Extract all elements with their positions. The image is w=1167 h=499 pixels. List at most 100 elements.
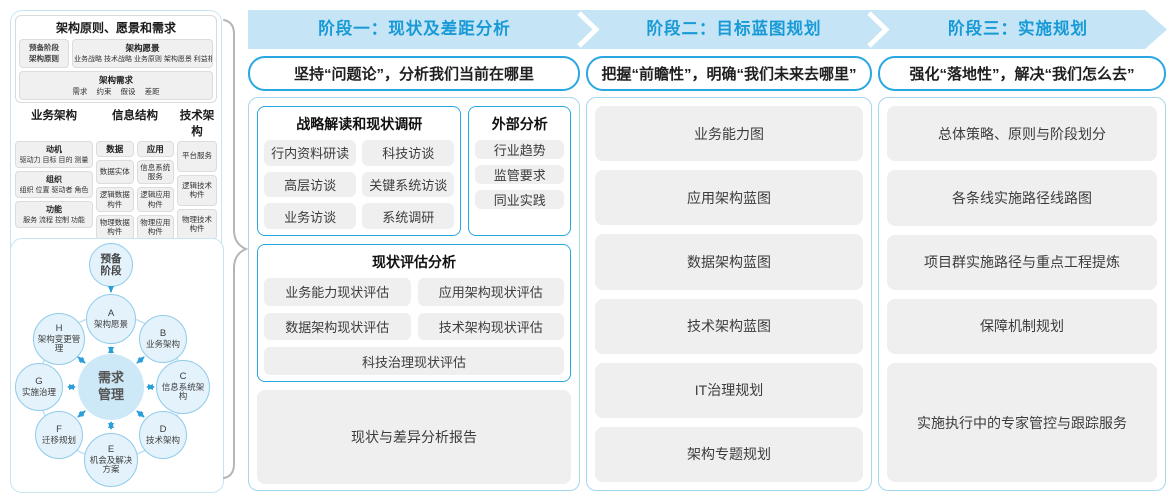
assessment-item: 技术架构现状评估 xyxy=(417,312,564,341)
phase2-item: 技术架构蓝图 xyxy=(595,298,863,354)
adm-letter: H xyxy=(55,322,63,334)
organization-title: 组织 xyxy=(46,174,62,184)
adm-letter: E xyxy=(107,443,115,455)
research-item: 关键系统访谈 xyxy=(362,171,455,198)
chevron-separator-icon xyxy=(867,11,890,48)
tech-item: 平台服务 xyxy=(177,140,217,172)
phase2-content: 业务能力图 应用架构蓝图 数据架构蓝图 技术架构蓝图 IT治理规划 架构专题规划 xyxy=(586,97,872,491)
function-title: 功能 xyxy=(46,204,62,214)
vision-title: 架构愿景 xyxy=(125,43,160,53)
organization-box: 组织 组织 位置 驱动者 角色 xyxy=(15,170,93,198)
assessment-title: 现状评估分析 xyxy=(372,254,456,270)
phase2-item: 数据架构蓝图 xyxy=(595,234,863,290)
phase3-item: 各条线实施路径线路图 xyxy=(887,170,1157,226)
adm-letter: F xyxy=(56,423,62,435)
gap-report-box: 现状与差异分析报告 xyxy=(257,390,571,484)
phase1-slogan: 坚持“问题论”，分析我们当前在哪里 xyxy=(248,56,580,91)
app-item: 物理应用构件 xyxy=(136,215,174,240)
adm-label: 迁移规划 xyxy=(41,434,76,445)
adm-letter: D xyxy=(159,423,167,435)
adm-circle-h: H 架构变更管理 xyxy=(33,313,85,365)
assessment-item: 应用架构现状评估 xyxy=(417,278,564,306)
adm-label: 架构愿景 xyxy=(93,318,128,329)
external-item: 同业实践 xyxy=(475,190,564,209)
prep-line1: 预备阶段 xyxy=(29,43,59,52)
assessment-box: 现状评估分析 业务能力现状评估 应用架构现状评估 数据架构现状评估 技术架构现状… xyxy=(257,244,571,382)
data-item: 逻辑数据构件 xyxy=(96,187,134,212)
adm-circle-e: E 机会及解决方案 xyxy=(84,433,138,487)
assessment-item: 数据架构现状评估 xyxy=(264,312,411,341)
adm-label: 实施治理 xyxy=(21,386,56,397)
business-column: 动机 驱动力 目标 目的 测量 组织 组织 位置 驱动者 角色 功能 服务 流程… xyxy=(15,140,93,240)
tech-item: 逻辑技术构件 xyxy=(177,174,217,206)
business-arch-header: 业务架构 xyxy=(31,109,77,122)
phase3-header: 阶段三：实施规划 xyxy=(948,20,1088,38)
external-title: 外部分析 xyxy=(491,116,548,132)
phase3-item: 总体策略、原则与阶段划分 xyxy=(887,106,1157,162)
phase2-item: 业务能力图 xyxy=(595,106,863,162)
data-subheader: 数据 xyxy=(96,140,134,157)
phase3-item: 项目群实施路径与重点工程提炼 xyxy=(887,234,1157,290)
motivation-items: 驱动力 目标 目的 测量 xyxy=(19,156,89,164)
phase2-item: 应用架构蓝图 xyxy=(595,170,863,226)
external-analysis-box: 外部分析 行业趋势 监管要求 同业实践 xyxy=(468,106,571,236)
adm-center-circle: 需求管理 xyxy=(78,354,144,420)
vision-box: 架构愿景 业务战略 技术战略 业务原则 架构愿景 利益相关者 xyxy=(72,39,213,68)
adm-circle-b: B 业务架构 xyxy=(139,315,187,363)
adm-letter: G xyxy=(35,375,43,387)
research-item: 业务访谈 xyxy=(264,203,357,229)
external-item: 行业趋势 xyxy=(475,140,564,159)
chevron-separator-icon xyxy=(577,11,600,48)
phase2-item: 架构专题规划 xyxy=(595,426,863,483)
adm-prep-circle: 预备阶段 xyxy=(89,243,133,287)
phase2-slogan: 把握“前瞻性”，明确“我们未来去哪里” xyxy=(586,56,872,91)
framework-panel: 架构原则、愿景和需求 预备阶段 架构原则 架构愿景 业务战略 技术战略 业务原则… xyxy=(10,10,222,275)
app-item: 逻辑应用构件 xyxy=(136,187,174,212)
data-item: 物理数据构件 xyxy=(96,215,134,240)
prep-phase-box: 预备阶段 架构原则 xyxy=(19,39,69,68)
adm-circle-f: F 迁移规划 xyxy=(35,411,83,459)
research-title: 战略解读和现状调研 xyxy=(296,116,423,132)
brace-connector xyxy=(223,19,249,479)
data-item: 数据实体 xyxy=(96,159,134,185)
research-box: 战略解读和现状调研 行内资料研读 科技访谈 高层访谈 关键系统访谈 业务访谈 系… xyxy=(257,106,462,236)
adm-cycle-panel: 预备阶段 A 架构愿景 B 业务架构 C 信息系统架构 D 技术架构 E 机会及… xyxy=(10,238,224,493)
information-column: 数据 数据实体 逻辑数据构件 物理数据构件 应用 信息系统服务 逻辑应用构件 物… xyxy=(96,140,174,240)
external-item: 监管要求 xyxy=(475,165,564,184)
adm-label: 架构变更管理 xyxy=(37,333,81,354)
adm-label: 机会及解决方案 xyxy=(89,454,133,475)
tech-arch-header: 技术架构 xyxy=(179,109,215,138)
adm-label: 技术架构 xyxy=(145,434,180,445)
info-structure-header: 信息结构 xyxy=(112,109,158,122)
phase2-header: 阶段二：目标蓝图规划 xyxy=(646,20,822,38)
requirement-box: 架构需求 需求 约束 假设 差距 xyxy=(19,70,213,100)
adm-center-label: 需求管理 xyxy=(97,370,124,402)
adm-label: 信息系统架构 xyxy=(161,381,205,402)
phase3-content: 总体策略、原则与阶段划分 各条线实施路径线路图 项目群实施路径与重点工程提炼 保… xyxy=(878,97,1166,491)
adm-letter: A xyxy=(107,307,115,319)
research-item: 科技访谈 xyxy=(362,140,455,166)
motivation-box: 动机 驱动力 目标 目的 测量 xyxy=(15,140,93,168)
vision-items: 业务战略 技术战略 业务原则 架构愿景 利益相关者 xyxy=(74,56,212,63)
tech-item: 物理技术构件 xyxy=(177,208,217,240)
adm-circle-d: D 技术架构 xyxy=(139,411,187,459)
phase3-item: 实施执行中的专家管控与跟踪服务 xyxy=(887,363,1157,482)
prep-line2: 架构原则 xyxy=(29,54,59,64)
adm-circle-c: C 信息系统架构 xyxy=(156,360,210,414)
adm-letter: B xyxy=(159,327,167,339)
assessment-item: 业务能力现状评估 xyxy=(264,278,411,306)
principles-vision-group: 架构原则、愿景和需求 预备阶段 架构原则 架构愿景 业务战略 技术战略 业务原则… xyxy=(15,15,217,103)
adm-label: 业务架构 xyxy=(145,338,180,349)
motivation-title: 动机 xyxy=(46,144,62,154)
function-box: 功能 服务 流程 控制 功能 xyxy=(15,200,93,228)
app-subheader: 应用 xyxy=(136,140,174,157)
adm-letter: C xyxy=(179,370,187,382)
phase-header-band xyxy=(248,10,1167,49)
phase1-header: 阶段一：现状及差距分析 xyxy=(318,20,511,38)
adm-prep-label: 预备阶段 xyxy=(100,252,122,277)
phase1-content: 战略解读和现状调研 行内资料研读 科技访谈 高层访谈 关键系统访谈 业务访谈 系… xyxy=(248,97,580,491)
research-item: 行内资料研读 xyxy=(264,140,357,166)
app-item: 信息系统服务 xyxy=(136,159,174,185)
research-item: 高层访谈 xyxy=(264,171,357,198)
technology-column: 平台服务 逻辑技术构件 物理技术构件 xyxy=(177,140,217,240)
